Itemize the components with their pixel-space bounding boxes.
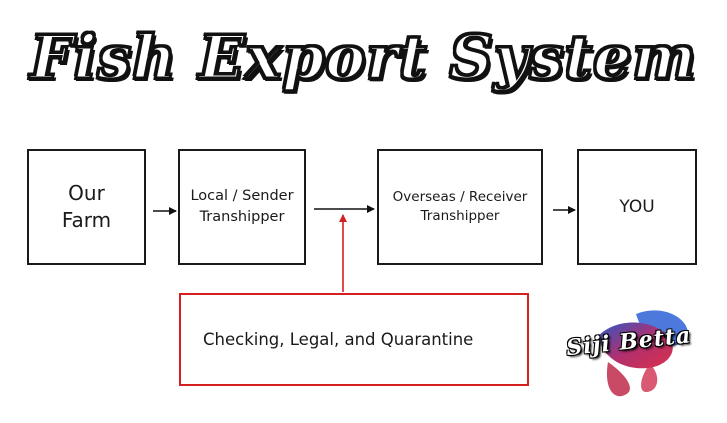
node-our-farm-label: Our Farm: [61, 181, 112, 232]
node-you-label: YOU: [619, 197, 655, 217]
node-overseas-label: Overseas / Receiver Transhipper: [392, 189, 528, 224]
node-our-farm: Our Farm: [27, 149, 146, 265]
diagram-title: Fish Export System: [29, 22, 698, 95]
node-local-label: Local / Sender Transhipper: [190, 188, 294, 225]
node-local-sender-transhipper: Local / Sender Transhipper: [178, 149, 306, 265]
siji-betta-logo: Siji Betta: [558, 306, 706, 398]
node-you: YOU: [577, 149, 697, 265]
node-check-label: Checking, Legal, and Quarantine: [203, 330, 474, 349]
node-overseas-receiver-transhipper: Overseas / Receiver Transhipper: [377, 149, 543, 265]
betta-fish-icon: [598, 310, 688, 397]
node-checking-legal-quarantine: Checking, Legal, and Quarantine: [179, 293, 529, 386]
